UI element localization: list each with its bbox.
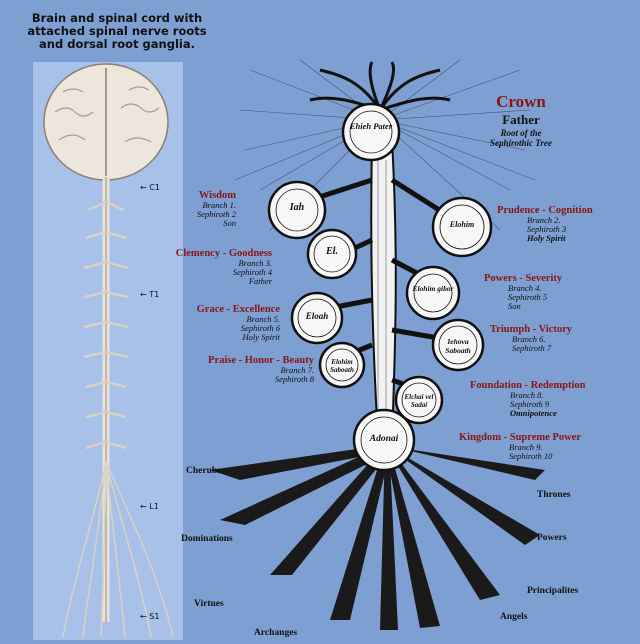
crown-label: Crown Father Root of the Sephirothic Tre… bbox=[490, 92, 552, 148]
node-prudence-text: Elohim bbox=[449, 220, 475, 229]
cauda-equina bbox=[62, 461, 174, 638]
level-s1: ← S1 bbox=[140, 612, 160, 621]
node-grace bbox=[290, 291, 344, 345]
label-archanges: Archanges bbox=[254, 628, 298, 638]
brain-spinal-cord-illustration bbox=[43, 63, 174, 638]
title-line-3: and dorsal root ganglia. bbox=[39, 37, 195, 51]
node-grace-text: Eloah bbox=[305, 311, 329, 321]
node-kingdom-text: Adonai bbox=[369, 434, 399, 444]
node-clemency-text: El. bbox=[326, 246, 338, 257]
node-powers bbox=[405, 265, 461, 321]
crown-note-1: Root of the bbox=[500, 128, 542, 138]
node-praise-text: Elohim Saboath bbox=[330, 358, 354, 374]
node-praise bbox=[318, 341, 366, 389]
crown-sub: Father bbox=[502, 112, 540, 127]
node-crown-text: Ehieh Pater bbox=[349, 121, 393, 131]
label-principalites: Principalites bbox=[527, 586, 579, 596]
radiance-rays bbox=[234, 59, 536, 231]
node-clemency bbox=[306, 228, 358, 280]
label-virtues: Virtues bbox=[194, 599, 224, 609]
label-powers-order: Powers bbox=[537, 533, 567, 543]
node-foundation-text: Elchai vel Sadai bbox=[404, 393, 434, 409]
level-t1: ← T1 bbox=[140, 290, 160, 299]
label-angels: Angels bbox=[500, 612, 528, 622]
level-l1: ← L1 bbox=[140, 502, 159, 511]
node-wisdom bbox=[267, 180, 327, 240]
title-line-2: attached spinal nerve roots bbox=[27, 24, 207, 38]
node-prudence bbox=[431, 196, 493, 258]
root-feathers bbox=[210, 445, 545, 630]
crown-note-2: Sephirothic Tree bbox=[490, 138, 552, 148]
node-wisdom-text: Iah bbox=[289, 202, 305, 213]
label-cherubs: Cherubs bbox=[186, 466, 221, 476]
node-foundation bbox=[394, 375, 444, 425]
node-triumph bbox=[431, 318, 485, 372]
node-kingdom bbox=[352, 408, 416, 472]
node-powers-text: Elohim gibor bbox=[412, 284, 454, 293]
spinal-cord-panel bbox=[33, 62, 183, 640]
figure-title: Brain and spinal cord with attached spin… bbox=[6, 12, 228, 51]
level-c1: ← C1 bbox=[140, 183, 160, 192]
label-thrones: Thrones bbox=[537, 490, 571, 500]
node-crown bbox=[341, 102, 401, 162]
title-line-1: Brain and spinal cord with bbox=[31, 11, 203, 25]
label-dominations: Dominations bbox=[181, 534, 233, 544]
crown-heading: Crown bbox=[496, 92, 546, 111]
node-triumph-text: Iehova Saboath bbox=[445, 337, 471, 355]
tree-trunk bbox=[370, 139, 397, 441]
